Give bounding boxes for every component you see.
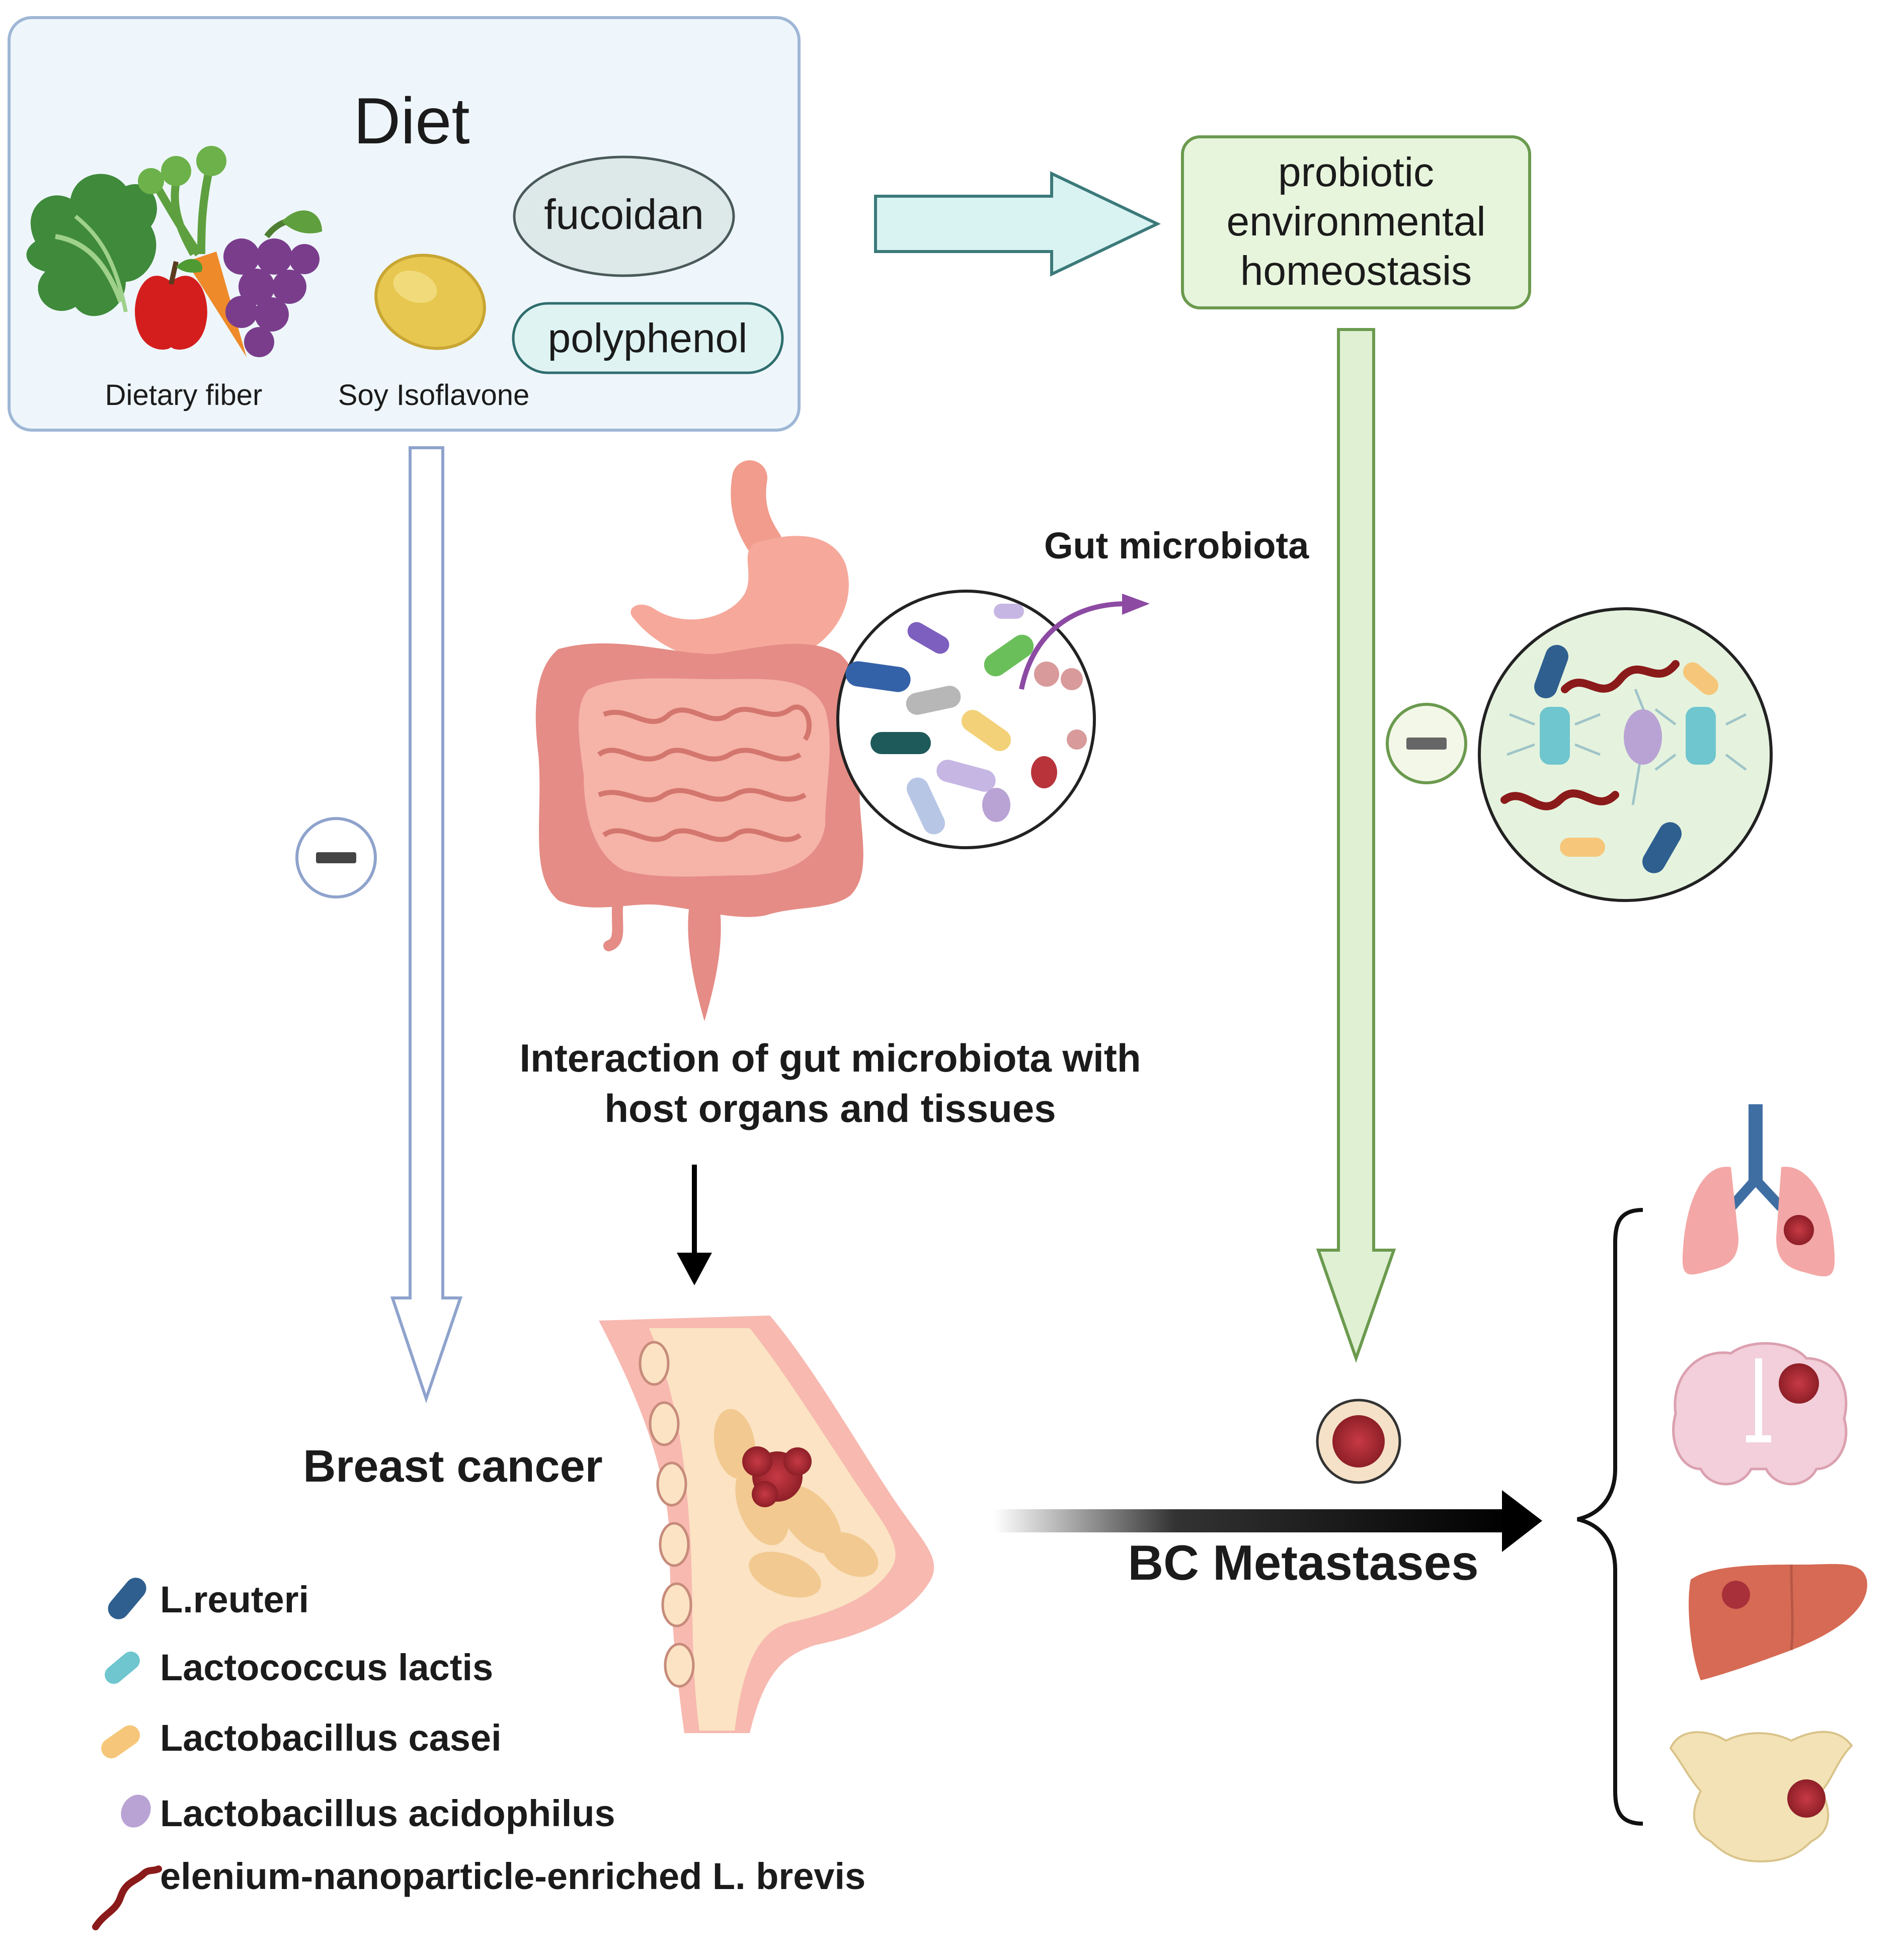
fucoidan-label: fucoidan bbox=[544, 191, 704, 238]
metastasis-sites-brace bbox=[1577, 1208, 1643, 1826]
interaction-line1: Interaction of gut microbiota with bbox=[520, 1036, 1141, 1080]
orange-rod-bacterium-icon bbox=[101, 1725, 140, 1759]
diet-to-breast-cancer-arrow bbox=[390, 446, 463, 1404]
homeostasis-box bbox=[1181, 135, 1531, 309]
diet-to-homeostasis-arrow bbox=[874, 171, 1161, 277]
fucoidan-ellipse bbox=[513, 155, 735, 277]
inhibition-minus-icon-right bbox=[1386, 703, 1467, 784]
cyan-rod-bacterium-icon bbox=[105, 1651, 140, 1684]
probiotic-legend: L.reuteri Lactococcus lactis Lactobacill… bbox=[92, 1578, 865, 1930]
homeostasis-line3: homeostasis bbox=[1240, 248, 1472, 294]
spine-vertebra-metastasis-icon bbox=[1669, 1731, 1853, 1863]
diet-title: Diet bbox=[353, 84, 469, 157]
breast-cancer-label: Breast cancer bbox=[303, 1441, 602, 1492]
polyphenol-box bbox=[512, 302, 784, 374]
purple-round-bacterium-icon bbox=[121, 1794, 151, 1828]
homeostasis-line1: probiotic bbox=[1278, 149, 1434, 195]
diet-panel: Diet bbox=[8, 16, 801, 432]
dietary-fiber-label: Dietary fiber bbox=[105, 379, 263, 412]
legend-item: Lactococcus lactis bbox=[105, 1647, 493, 1688]
homeostasis-down-arrow bbox=[1316, 328, 1396, 1363]
interaction-down-arrow bbox=[677, 1165, 712, 1285]
soy-isoflavone-label: Soy Isoflavone bbox=[338, 379, 529, 412]
gut-digestive-tract-icon bbox=[535, 460, 864, 1021]
legend-item: L.reuteri bbox=[108, 1578, 309, 1620]
legend-label: Lactococcus lactis bbox=[160, 1647, 493, 1688]
legend-label: L.reuteri bbox=[160, 1579, 309, 1620]
soy-isoflavone-bean-icon bbox=[374, 254, 486, 350]
dietary-fiber-vegetables-icon bbox=[26, 146, 322, 357]
red-spiral-bacterium-icon bbox=[92, 1865, 162, 1930]
metastasis-arrow bbox=[994, 1490, 1542, 1552]
inhibition-minus-icon-left bbox=[295, 817, 377, 899]
legend-item: Lactobacillus acidophilus bbox=[121, 1792, 615, 1834]
breast-tissue-icon bbox=[599, 1316, 934, 1733]
blue-rod-bacterium-icon bbox=[108, 1578, 146, 1619]
legend-label: Lactobacillus acidophilus bbox=[160, 1792, 615, 1834]
bc-metastases-label: BC Metastases bbox=[1128, 1535, 1478, 1590]
homeostasis-panel: probiotic environmental homeostasis bbox=[1181, 135, 1531, 309]
probiotic-bacteria-circle bbox=[1478, 607, 1773, 902]
legend-label: Lactobacillus casei bbox=[160, 1717, 502, 1759]
legend-item: elenium-nanoparticle-enriched L. brevis bbox=[92, 1855, 865, 1930]
legend-item: Lactobacillus casei bbox=[101, 1717, 502, 1759]
homeostasis-line2: environmental bbox=[1226, 199, 1485, 244]
gut-microbiota-label: Gut microbiota bbox=[1044, 525, 1309, 566]
gut-microbiota-pointer-arrow bbox=[1019, 601, 1128, 690]
lung-metastasis-icon bbox=[1682, 1104, 1835, 1277]
interaction-line2: host organs and tissues bbox=[604, 1086, 1056, 1130]
legend-label: elenium-nanoparticle-enriched L. brevis bbox=[160, 1855, 865, 1897]
circulating-tumor-cell-icon bbox=[1316, 1399, 1401, 1484]
gut-microbiota-magnifier bbox=[836, 590, 1096, 849]
brain-metastasis-icon bbox=[1672, 1342, 1848, 1486]
liver-metastasis-icon bbox=[1689, 1564, 1867, 1680]
polyphenol-label: polyphenol bbox=[548, 315, 748, 361]
